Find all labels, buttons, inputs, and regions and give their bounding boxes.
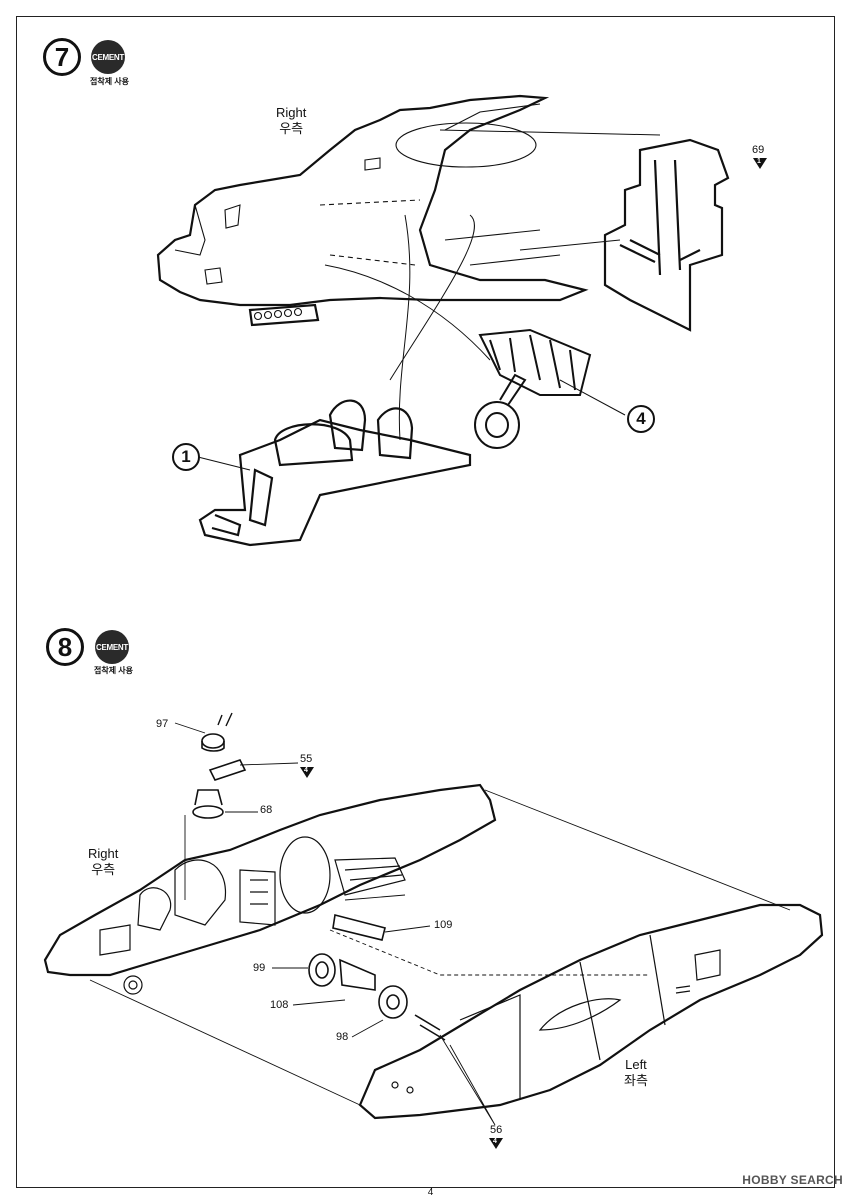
cement-caption: 접착제 사용: [94, 666, 134, 675]
step-7-number: 7: [43, 38, 81, 76]
sprue-arrows: [217, 712, 233, 727]
page-number: 4: [427, 1187, 434, 1198]
part-1-callout: 1: [172, 443, 200, 471]
watermark: HOBBY SEARCH: [742, 1173, 843, 1187]
sprue-4-label: 4: [493, 1138, 497, 1145]
right-label-en: Right: [276, 105, 307, 120]
sprue-4-marker-icon: 4: [300, 767, 314, 778]
step8-small-parts: [192, 733, 446, 1041]
step-8-number: 8: [46, 628, 84, 666]
cement-badge-icon: CEMENT: [95, 630, 129, 664]
sprue-1-marker-icon: 1: [753, 158, 767, 169]
right-label-en: Right: [88, 846, 119, 861]
step7-fuselage-details: [174, 103, 561, 321]
part-108-number: 108: [270, 999, 289, 1011]
step7-right-fuselage-half: [156, 94, 589, 327]
part-109-number: 109: [434, 919, 453, 931]
step8-right-fuselage: [43, 783, 497, 977]
left-label-ko: 좌측: [624, 1073, 648, 1088]
step7-right-label: Right 우측: [276, 105, 306, 137]
page-frame: [16, 16, 835, 1188]
step8-right-label: Right 우측: [88, 846, 118, 878]
sprue-4-label: 4: [304, 767, 308, 774]
step8-left-fuselage-details: [391, 934, 721, 1100]
part-4-wheel-assembly: [474, 328, 592, 449]
right-label-ko: 우측: [279, 121, 304, 136]
part-97-number: 97: [156, 718, 169, 730]
step8-guide-lines: [89, 722, 791, 1126]
step8-interior-details: [99, 836, 406, 995]
cement-badge-icon: CEMENT: [91, 40, 125, 74]
step8-left-label: Left 좌측: [624, 1057, 648, 1089]
part-4-callout: 4: [627, 405, 655, 433]
part-56-number: 56: [490, 1124, 503, 1136]
sprue-4-marker-icon: 4: [489, 1138, 503, 1149]
step7-guide-lines: [197, 129, 661, 471]
part-68-number: 68: [260, 804, 273, 816]
part-69-bulkhead: [603, 138, 730, 332]
step8-left-fuselage: [358, 903, 824, 1120]
sprue-1-label: 1: [757, 158, 761, 165]
cement-caption: 접착제 사용: [90, 77, 130, 86]
part-99-number: 99: [253, 962, 266, 974]
part-69-number: 69: [752, 144, 765, 156]
part-1-cockpit-floor: [198, 399, 472, 547]
part-98-number: 98: [336, 1031, 349, 1043]
part-55-number: 55: [300, 753, 313, 765]
left-label-en: Left: [625, 1057, 647, 1072]
right-label-ko: 우측: [91, 862, 116, 877]
